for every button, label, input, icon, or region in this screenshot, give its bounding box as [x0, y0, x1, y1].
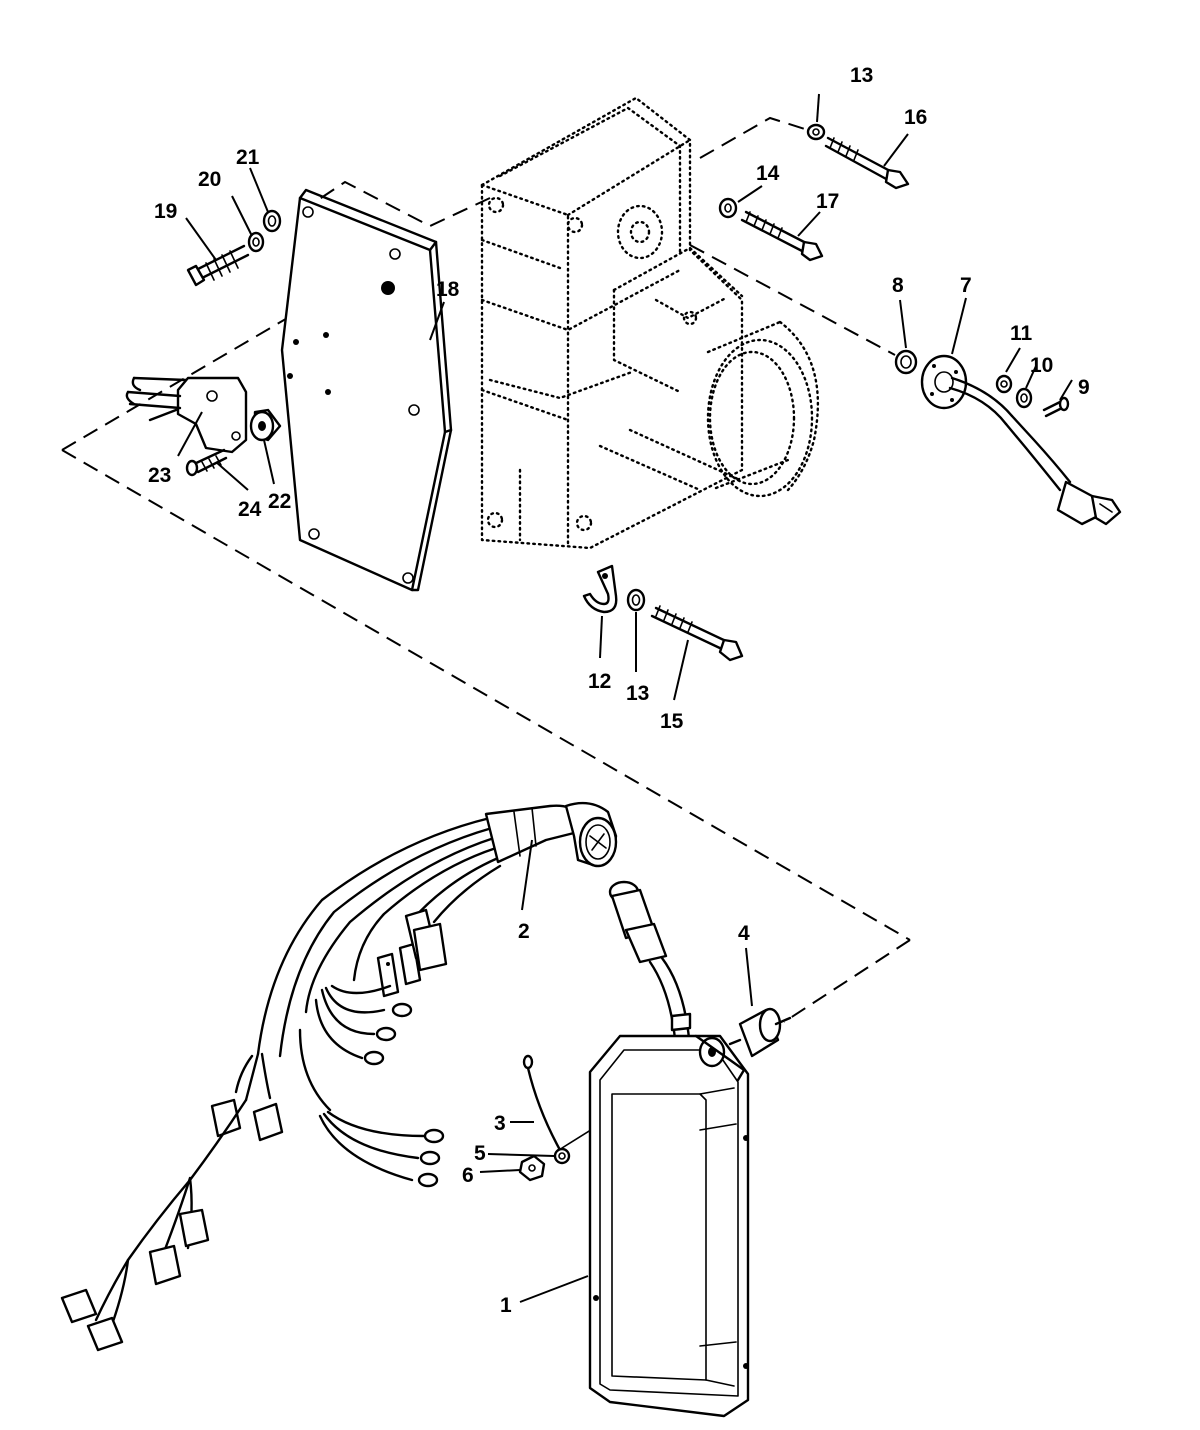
callout-20: 20: [198, 168, 221, 191]
ground-strap-3: [522, 1054, 562, 1152]
callout-7: 7: [960, 274, 972, 297]
module-housing: [480, 96, 820, 550]
bolt-16: [824, 136, 910, 190]
bolt-19: [186, 244, 250, 287]
callout-14: 14: [756, 162, 780, 185]
washer-13-top: [806, 123, 826, 141]
callout-1: 1: [500, 1294, 512, 1317]
callout-8: 8: [892, 274, 904, 297]
screw-9: [1042, 396, 1070, 418]
mounting-plate: [280, 188, 453, 592]
clamp-12: [582, 564, 618, 614]
leader-lines: [177, 93, 1073, 1303]
callout-12: 12: [588, 670, 611, 693]
bolt-17: [740, 210, 824, 262]
isolator-4: [728, 1007, 792, 1058]
spacer-22: [249, 408, 282, 442]
callout-19: 19: [154, 200, 177, 223]
washer-14: [718, 197, 738, 219]
callout-16: 16: [904, 106, 927, 129]
callout-21: 21: [236, 146, 260, 169]
callout-13-lower: 13: [626, 682, 649, 705]
washer-5: [553, 1147, 571, 1165]
callout-17: 17: [816, 190, 839, 213]
wire-harness-2: [60, 801, 618, 1352]
washer-20: [247, 231, 265, 253]
callout-3: 3: [494, 1112, 506, 1135]
callout-15: 15: [660, 710, 684, 733]
bracket-23: [125, 376, 248, 454]
callout-labels: 13 16 14 17 21 20 19 18 8 7 11 10 9 23 2…: [148, 64, 1090, 1317]
nut-6: [518, 1154, 546, 1182]
callout-24: 24: [238, 498, 262, 521]
harness-plug: [608, 880, 692, 1052]
callout-10: 10: [1030, 354, 1053, 377]
washer-21: [262, 209, 282, 233]
callout-11: 11: [1010, 322, 1033, 345]
callout-4: 4: [738, 922, 750, 945]
callout-2: 2: [518, 920, 530, 943]
callout-23: 23: [148, 464, 171, 487]
washer-13-lower: [626, 588, 646, 612]
screw-24: [185, 448, 228, 477]
callout-9: 9: [1078, 376, 1090, 399]
washer-11: [995, 374, 1013, 394]
callout-5: 5: [474, 1142, 486, 1165]
callout-6: 6: [462, 1164, 474, 1187]
callout-13-top: 13: [850, 64, 873, 87]
callout-18: 18: [436, 278, 460, 301]
sensor-7: [920, 354, 1122, 526]
callout-22: 22: [268, 490, 291, 513]
bolt-15: [650, 605, 744, 662]
control-module-1: [588, 1034, 750, 1418]
o-ring-8: [894, 349, 918, 375]
washer-10: [1015, 387, 1033, 409]
